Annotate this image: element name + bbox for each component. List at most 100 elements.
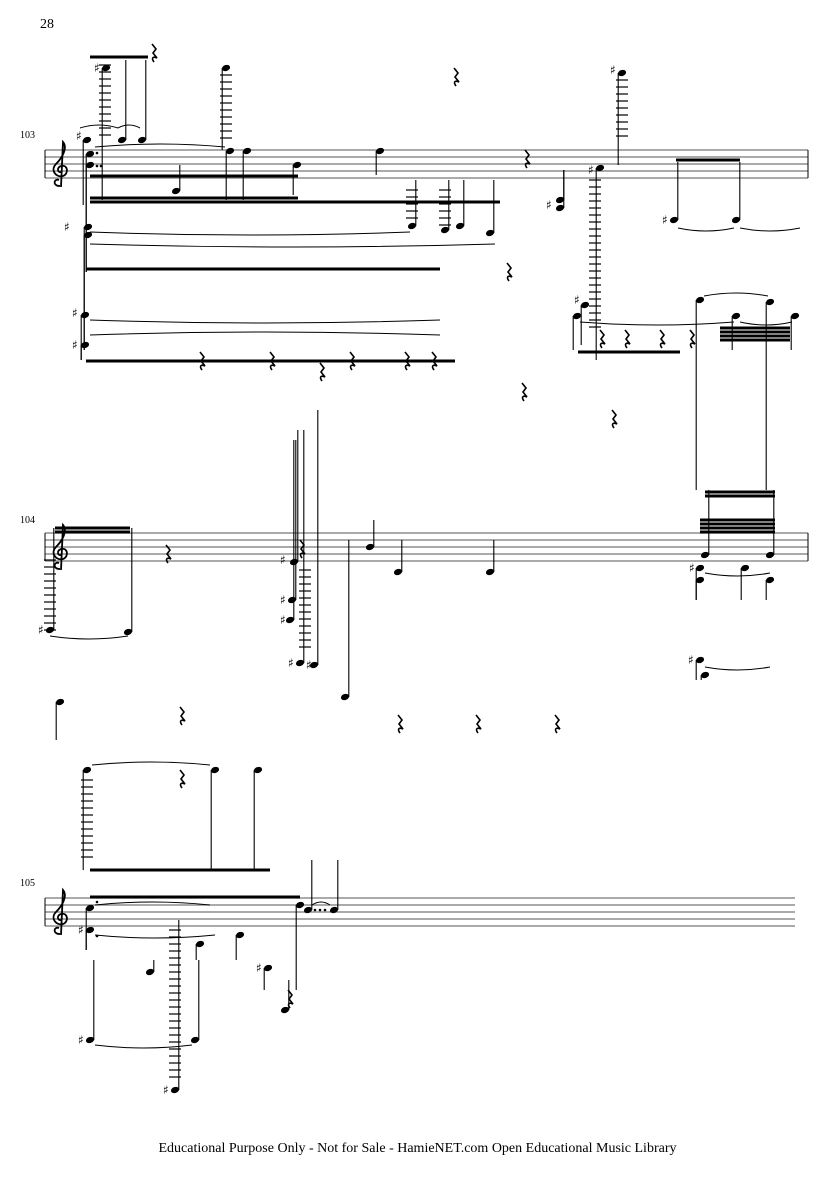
notehead: [695, 576, 705, 584]
augmentation-dot: [99, 164, 103, 168]
tie: [89, 243, 496, 248]
tie: [704, 572, 771, 577]
notehead: [340, 693, 350, 701]
quarter-rest-icon: [165, 544, 172, 564]
notehead: [235, 931, 245, 939]
quarter-rest-icon: [453, 67, 460, 87]
sharp-icon: ♯: [78, 1033, 84, 1047]
footer-copyright: Educational Purpose Only - Not for Sale …: [158, 1141, 677, 1156]
sharp-icon: ♯: [610, 63, 616, 77]
notehead: [80, 341, 90, 349]
quarter-rest-icon: [599, 329, 606, 349]
notehead: [485, 229, 495, 237]
quarter-rest-icon: [404, 351, 411, 371]
notehead: [85, 150, 95, 158]
notehead: [695, 564, 705, 572]
sharp-icon: ♯: [280, 593, 286, 607]
notehead: [285, 616, 295, 624]
notehead: [580, 301, 590, 309]
notehead: [195, 940, 205, 948]
notehead: [365, 543, 375, 551]
quarter-rest-icon: [397, 714, 404, 734]
notehead: [82, 136, 92, 144]
quarter-rest-icon: [521, 382, 528, 402]
notehead: [123, 628, 133, 636]
notehead: [221, 64, 231, 72]
sharp-icon: ♯: [280, 553, 286, 567]
notehead: [731, 216, 741, 224]
quarter-rest-icon: [179, 706, 186, 726]
notehead: [295, 659, 305, 667]
notehead: [375, 147, 385, 155]
quarter-rest-icon: [524, 149, 531, 169]
notehead: [190, 1036, 200, 1044]
augmentation-dot: [95, 151, 99, 155]
notehead: [171, 187, 181, 195]
page-number: 28: [40, 17, 54, 32]
sharp-icon: ♯: [688, 653, 694, 667]
notehead: [85, 161, 95, 169]
notehead: [740, 564, 750, 572]
notehead: [440, 226, 450, 234]
tie: [677, 227, 735, 232]
notehead: [407, 222, 417, 230]
sharp-icon: ♯: [76, 129, 82, 143]
tie: [94, 934, 216, 939]
notehead: [85, 926, 95, 934]
augmentation-dot: [318, 908, 322, 912]
quarter-rest-icon: [506, 262, 513, 282]
tie: [89, 319, 441, 324]
quarter-rest-icon: [689, 329, 696, 349]
notehead: [263, 964, 273, 972]
sharp-icon: ♯: [574, 293, 580, 307]
notehead: [595, 164, 605, 172]
measure-number-104: 104: [20, 515, 35, 526]
quarter-rest-icon: [269, 351, 276, 371]
notehead: [170, 1086, 180, 1094]
sharp-icon: ♯: [163, 1083, 169, 1097]
sharp-icon: ♯: [72, 338, 78, 352]
sharp-icon: ♯: [306, 658, 312, 672]
sharp-icon: ♯: [689, 561, 695, 575]
notehead: [225, 147, 235, 155]
notehead: [455, 222, 465, 230]
measure-number-103: 103: [20, 130, 35, 141]
notehead: [210, 766, 220, 774]
tie: [704, 666, 771, 671]
quarter-rest-icon: [319, 362, 326, 382]
notehead: [55, 698, 65, 706]
sharp-icon: ♯: [288, 656, 294, 670]
quarter-rest-icon: [624, 329, 631, 349]
sharp-icon: ♯: [72, 306, 78, 320]
quarter-rest-icon: [349, 351, 356, 371]
notehead: [45, 626, 55, 634]
tie: [94, 143, 226, 148]
measure-number-105: 105: [20, 878, 35, 889]
sharp-icon: ♯: [662, 213, 668, 227]
tie: [117, 124, 141, 129]
notehead: [295, 901, 305, 909]
augmentation-dot: [313, 908, 317, 912]
notehead: [765, 298, 775, 306]
tie: [579, 321, 735, 326]
quarter-rest-icon: [431, 351, 438, 371]
augmentation-dot: [95, 164, 99, 168]
tie: [703, 292, 769, 297]
notehead: [303, 906, 313, 914]
notehead: [790, 312, 800, 320]
notehead: [85, 904, 95, 912]
sharp-icon: ♯: [38, 623, 44, 637]
notehead: [700, 671, 710, 679]
treble-clef-icon: [52, 887, 68, 936]
notehead: [309, 661, 319, 669]
sharp-icon: ♯: [94, 61, 100, 75]
tie: [739, 227, 801, 232]
notehead: [253, 766, 263, 774]
notehead: [83, 223, 93, 231]
sharp-icon: ♯: [546, 198, 552, 212]
quarter-rest-icon: [554, 714, 561, 734]
sharp-icon: ♯: [588, 163, 594, 177]
quarter-rest-icon: [475, 714, 482, 734]
tie: [94, 1044, 193, 1049]
notehead: [765, 576, 775, 584]
